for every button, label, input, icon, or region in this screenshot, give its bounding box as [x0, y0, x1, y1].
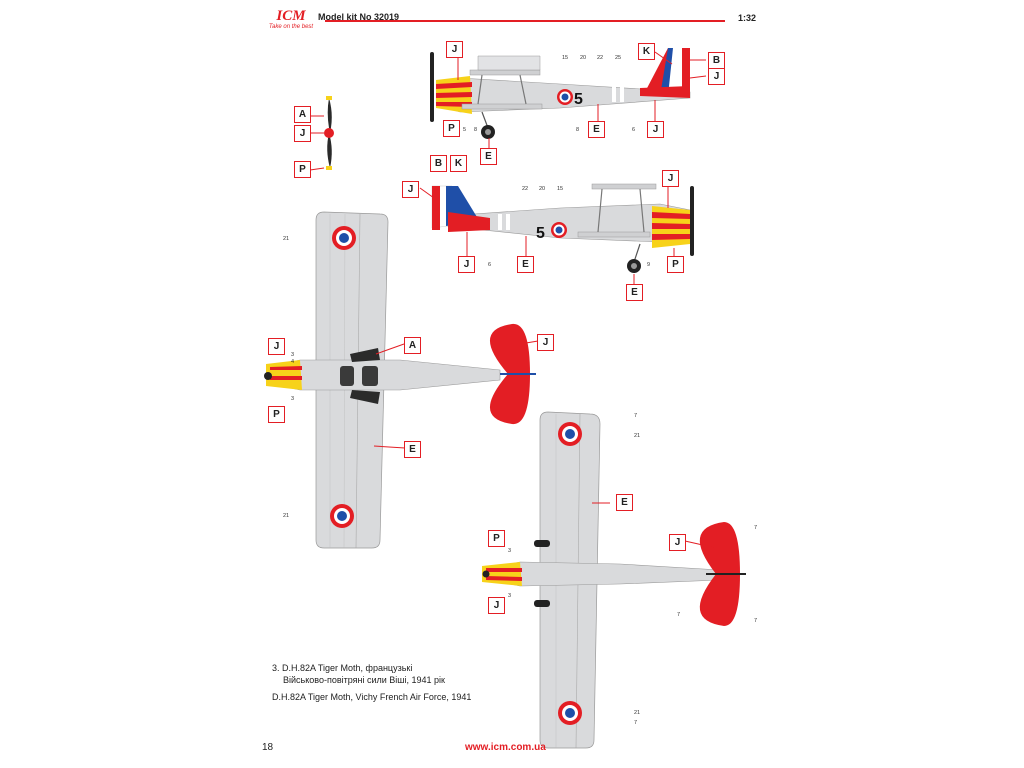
stencil-number: 7 [754, 525, 758, 531]
top-view-aircraft [264, 211, 536, 549]
side-view-right-aircraft [430, 48, 691, 139]
header-rule [325, 20, 725, 22]
callout-e-side2: E [517, 256, 534, 273]
callout-k-side2: K [450, 155, 467, 172]
stencil-number: 5 [463, 127, 467, 133]
stencil-number: 6 [488, 262, 492, 268]
stencil-number: 21 [634, 710, 641, 716]
stencil-number: 8 [474, 127, 478, 133]
callout-e-side2-gear: E [626, 284, 643, 301]
stencil-number: 8 [576, 127, 580, 133]
callout-j-side1-bottom: J [647, 121, 664, 138]
stencil-number: 15 [557, 186, 564, 192]
callout-j-side1: J [446, 41, 463, 58]
icm-logo: ICM Take on the best [262, 8, 320, 40]
stencil-number: 22 [597, 55, 604, 61]
stencil-number: 7 [634, 720, 638, 726]
callout-j-bottom-tail: J [669, 534, 686, 551]
stencil-number: 3 [508, 593, 512, 599]
logo-tagline: Take on the best [268, 24, 314, 30]
callout-j-top: J [268, 338, 285, 355]
stencil-number: 7 [634, 413, 638, 419]
stencil-number: 22 [522, 186, 529, 192]
callout-j-side2-tail: J [402, 181, 419, 198]
callout-p-prop: P [294, 161, 311, 178]
callout-j-top-tail: J [537, 334, 554, 351]
side-view-left-code: 5 [536, 225, 545, 242]
stencil-number: 21 [283, 236, 290, 242]
caption-ua-line2: Військово-повітряні сили Віші, 1941 рік [283, 675, 445, 685]
stencil-number: 7 [677, 612, 681, 618]
callout-p-top: P [268, 406, 285, 423]
callout-j-prop: J [294, 125, 311, 142]
propeller-drawing [324, 96, 334, 170]
callout-p-side2: P [667, 256, 684, 273]
stencil-number: 3 [291, 352, 295, 358]
caption-en: D.H.82A Tiger Moth, Vichy French Air For… [272, 692, 472, 702]
stencil-number: 25 [615, 55, 622, 61]
callout-j-side2-cowl: J [662, 170, 679, 187]
callout-p-side1: P [443, 120, 460, 137]
stencil-number: 21 [283, 513, 290, 519]
stencil-number: 9 [647, 262, 651, 268]
stencil-number: 15 [562, 55, 569, 61]
stencil-number: 7 [754, 618, 758, 624]
side-view-right-code: 5 [574, 91, 583, 108]
page-number: 18 [262, 742, 274, 753]
callout-k-side1: K [638, 43, 655, 60]
callout-j-side2-bottom: J [458, 256, 475, 273]
website-link[interactable]: www.icm.com.ua [465, 742, 546, 753]
stencil-number: 3 [508, 548, 512, 554]
callout-j-side1-tail: J [708, 68, 725, 85]
callout-p-bottom: P [488, 530, 505, 547]
stencil-number: 21 [634, 433, 641, 439]
bottom-view-aircraft [482, 411, 746, 749]
side-view-left-aircraft [431, 183, 694, 273]
stencil-number: 4 [291, 359, 295, 365]
callout-a-top: A [404, 337, 421, 354]
stencil-number: 3 [291, 396, 295, 402]
stencil-number: 6 [632, 127, 636, 133]
callout-e-bottom: E [616, 494, 633, 511]
callout-e-top: E [404, 441, 421, 458]
callout-b-side2: B [430, 155, 447, 172]
model-kit-number: Model kit No 32019 [318, 12, 400, 22]
callout-j-bottom: J [488, 597, 505, 614]
callout-e-side1-gear: E [480, 148, 497, 165]
stencil-number: 20 [580, 55, 587, 61]
stencil-number: 20 [539, 186, 546, 192]
logo-brand: ICM [276, 8, 306, 24]
callout-a-prop: A [294, 106, 311, 123]
callout-b-side1: B [708, 52, 725, 69]
scale-label: 1:32 [738, 13, 757, 23]
caption-ua-line1: 3. D.H.82A Tiger Moth, французькі [272, 663, 413, 673]
callout-e-side1: E [588, 121, 605, 138]
callout-leaders [309, 51, 717, 549]
